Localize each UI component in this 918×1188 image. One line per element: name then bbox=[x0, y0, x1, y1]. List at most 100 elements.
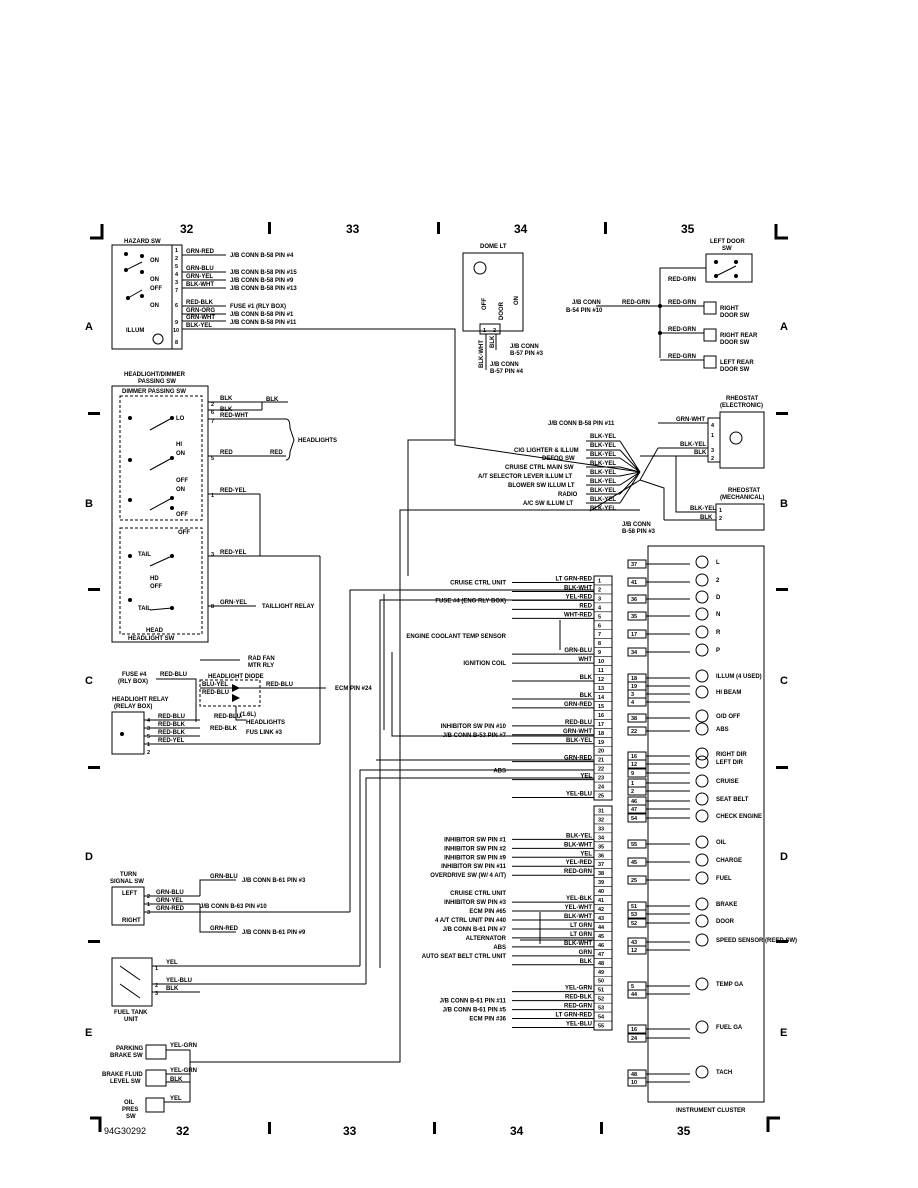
indicator-lamp-icon bbox=[695, 809, 709, 823]
svg-text:5: 5 bbox=[211, 456, 214, 462]
svg-text:TAIL: TAIL bbox=[138, 552, 151, 558]
connector-source-label: ALTERNATOR bbox=[466, 936, 507, 942]
connector-wire: LT GRN bbox=[570, 932, 592, 938]
svg-text:CIG LIGHTER & ILLUM: CIG LIGHTER & ILLUM bbox=[514, 448, 579, 454]
connector-pin: 36 bbox=[598, 853, 604, 859]
connector-source-label: ECM PIN #65 bbox=[469, 909, 506, 915]
svg-text:GRN-YEL: GRN-YEL bbox=[220, 600, 247, 606]
svg-text:RED-GRN: RED-GRN bbox=[668, 300, 696, 306]
connector-wire: BLK bbox=[580, 959, 593, 965]
dome-light: DOME LT OFF DOOR ON 1 2 BLK BLK-WHT J/B … bbox=[462, 244, 544, 375]
hazard-illum-bulb bbox=[152, 333, 164, 345]
cluster-pin: 37 bbox=[631, 562, 637, 568]
svg-text:BLK-WHT: BLK-WHT bbox=[479, 340, 485, 368]
connector-source-label: J/B CONN B-61 PIN #5 bbox=[443, 1008, 507, 1014]
indicator-lamp-icon bbox=[695, 755, 709, 769]
connector-source-label: ABS bbox=[493, 945, 506, 951]
svg-text:BLK-WHT: BLK-WHT bbox=[186, 282, 214, 288]
turn-signal-switch: TURN SIGNAL SW LEFT RIGHT 2 1 3 GRN-BLU … bbox=[110, 872, 350, 936]
connector-wire: BLK bbox=[580, 693, 593, 699]
svg-text:ON: ON bbox=[176, 487, 185, 493]
dome-title: DOME LT bbox=[480, 244, 507, 250]
row-label-e-right: E bbox=[780, 1027, 787, 1039]
indicator-lamp-icon bbox=[695, 747, 709, 761]
svg-text:SW: SW bbox=[722, 246, 732, 252]
connector-wire: LT GRN-RED bbox=[555, 1013, 592, 1019]
cluster-item: 47 bbox=[627, 804, 690, 814]
indicator-lamp-icon bbox=[695, 643, 709, 657]
svg-text:BRAKE SW: BRAKE SW bbox=[110, 1053, 143, 1059]
svg-text:RED-GRN: RED-GRN bbox=[668, 354, 696, 360]
headlight-diode-label: HEADLIGHT DIODE bbox=[208, 674, 264, 680]
connector-source-label: J/B CONN B-61 PIN #7 bbox=[443, 927, 507, 933]
connector-wire: YEL bbox=[580, 774, 592, 780]
col-label-34-bottom: 34 bbox=[510, 1124, 524, 1138]
cluster-pin: 47 bbox=[631, 807, 637, 813]
connector-source-label: ABS bbox=[493, 769, 506, 775]
svg-text:GRN-BLU: GRN-BLU bbox=[210, 874, 238, 880]
taillight-relay-label: TAILLIGHT RELAY bbox=[262, 604, 314, 610]
connector-pin: 3 bbox=[598, 596, 601, 602]
cluster-pin: 45 bbox=[631, 860, 637, 866]
hazard-dest-4: J/B CONN B-58 PIN #13 bbox=[230, 286, 297, 292]
svg-text:(MECHANICAL): (MECHANICAL) bbox=[720, 495, 764, 501]
connector-source-label: IGNITION COIL bbox=[463, 661, 506, 667]
connector-pin: 20 bbox=[598, 749, 604, 755]
row-label-b: B bbox=[85, 498, 93, 510]
headlight-switch: HEADLIGHT/DIMMER PASSING SW DIMMER PASSI… bbox=[111, 372, 337, 643]
cluster-pin: 41 bbox=[631, 580, 637, 586]
svg-text:OFF: OFF bbox=[176, 478, 188, 484]
svg-text:BLU-YEL: BLU-YEL bbox=[202, 682, 228, 688]
cluster-label: CHARGE bbox=[716, 858, 742, 864]
cluster-item: 19 bbox=[627, 681, 690, 691]
svg-text:RED-GRN: RED-GRN bbox=[668, 327, 696, 333]
cluster-pin: 34 bbox=[631, 650, 638, 656]
connector-wire: YEL-WHT bbox=[565, 905, 593, 911]
connector-wire: YEL-BLU bbox=[566, 792, 592, 798]
hazard-switch: HAZARD SW ON ON OFF ON ILLUM 1 2 3 4 5 6… bbox=[111, 239, 641, 473]
cluster-pin: 24 bbox=[631, 1036, 638, 1042]
cluster-pin: 51 bbox=[631, 904, 637, 910]
svg-text:A/T SELECTOR LEVER ILLUM LT: A/T SELECTOR LEVER ILLUM LT bbox=[478, 474, 572, 480]
indicator-lamp-icon bbox=[695, 555, 709, 569]
connector-wire: YEL-RED bbox=[566, 594, 593, 600]
indicator-lamp-icon bbox=[695, 709, 709, 723]
cluster-pin: 38 bbox=[631, 716, 637, 722]
svg-text:2: 2 bbox=[711, 456, 714, 462]
svg-text:BLK: BLK bbox=[490, 335, 496, 348]
cluster-label: ILLUM (4 USED) bbox=[716, 674, 762, 680]
connector-wire: BLK-WHT bbox=[564, 914, 592, 920]
connector-source-label: INHIBITOR SW PIN #9 bbox=[444, 855, 507, 861]
cluster-pin: 25 bbox=[631, 878, 637, 884]
connector-pin: 24 bbox=[598, 785, 605, 791]
connector-source-label: INHIBITOR SW PIN #1 bbox=[444, 837, 507, 843]
svg-text:5: 5 bbox=[147, 734, 150, 740]
connector-pin: 21 bbox=[598, 758, 604, 764]
cluster-pin: 2 bbox=[631, 789, 634, 795]
svg-text:RED-WHT: RED-WHT bbox=[220, 413, 249, 419]
connector-wire: YEL-GRN bbox=[565, 986, 592, 992]
svg-text:RED-BLK: RED-BLK bbox=[158, 730, 186, 736]
dome-conn2-line2: B-57 PIN #4 bbox=[490, 369, 524, 375]
headlights-label: HEADLIGHTS bbox=[298, 438, 337, 444]
connector-row: 13 bbox=[594, 686, 612, 693]
connector-source-label: INHIBITOR SW PIN #3 bbox=[444, 900, 507, 906]
svg-text:J/B CONN B-61 PIN #9: J/B CONN B-61 PIN #9 bbox=[242, 930, 306, 936]
connector-wire: BLK-WHT bbox=[564, 941, 592, 947]
svg-text:GRN-BLU: GRN-BLU bbox=[156, 890, 184, 896]
cluster-item: 45 CHARGE bbox=[627, 853, 742, 867]
svg-text:RED-GRN: RED-GRN bbox=[668, 277, 696, 283]
svg-text:2: 2 bbox=[719, 516, 722, 522]
column-labels: 32 33 34 35 32 33 34 35 bbox=[176, 222, 695, 1138]
connector-source-label: INHIBITOR SW PIN #2 bbox=[444, 846, 507, 852]
